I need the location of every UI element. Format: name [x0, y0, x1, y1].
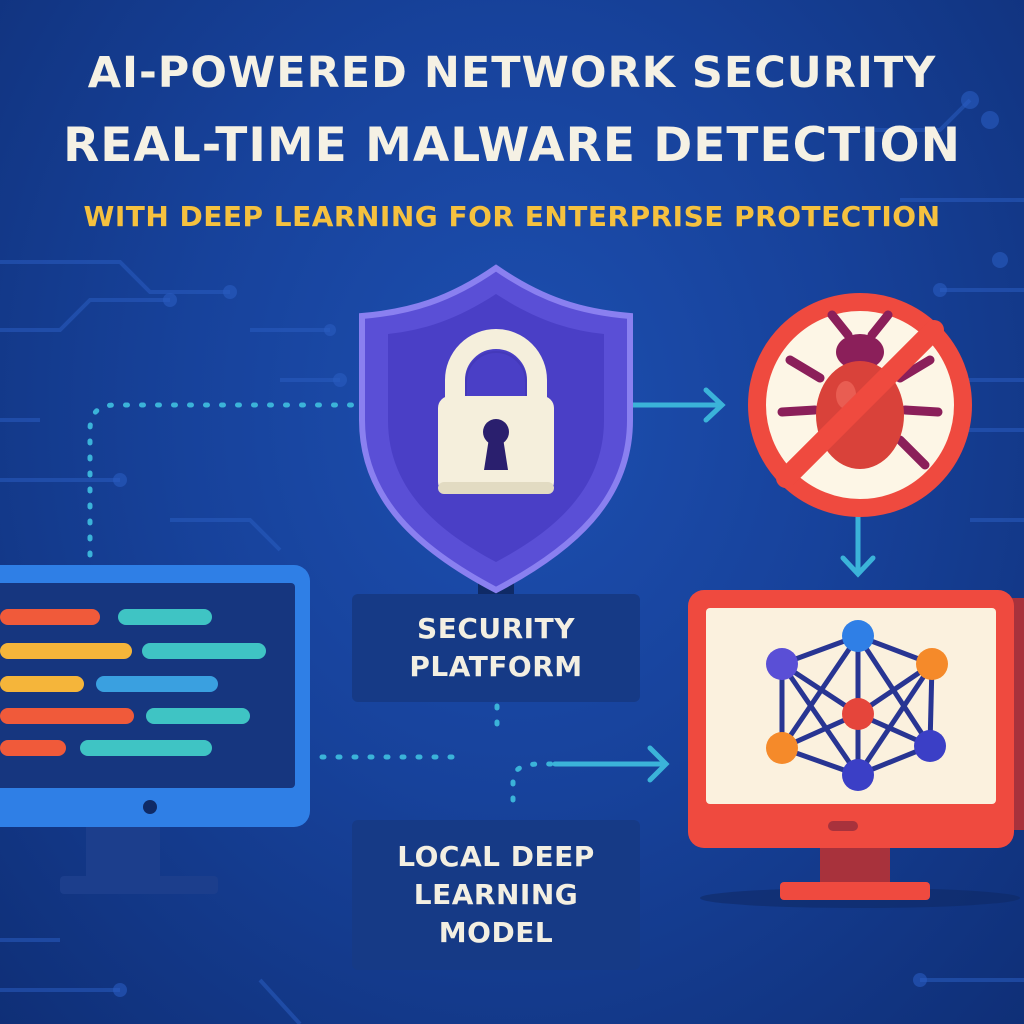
title-line-1: AI-POWERED NETWORK SECURITY	[87, 48, 937, 98]
arrow-shield-to-malware-head	[703, 387, 726, 423]
neural-network-monitor-icon	[688, 590, 1024, 908]
dotted-connector-model	[510, 761, 558, 803]
local-model-line-3: MODEL	[438, 916, 554, 949]
code-monitor-icon	[0, 565, 310, 894]
security-platform-line-2: PLATFORM	[409, 650, 583, 683]
local-model-line-1: LOCAL DEEP	[397, 840, 595, 873]
no-bug-icon	[748, 293, 972, 517]
local-model-line-2: LEARNING	[413, 878, 579, 911]
arrow-to-ai-monitor-head	[647, 745, 670, 783]
local-model-label: LOCAL DEEP LEARNING MODEL	[352, 820, 640, 970]
security-platform-line-1: SECURITY	[417, 612, 575, 645]
arrow-malware-to-monitor-head	[840, 555, 876, 578]
dotted-connector-workstation-to-shield	[87, 402, 358, 558]
subtitle: WITH DEEP LEARNING FOR ENTERPRISE PROTEC…	[83, 200, 941, 233]
title-line-2: REAL-TIME MALWARE DETECTION	[63, 118, 961, 173]
connectors	[87, 387, 876, 803]
shield-lock-icon	[359, 264, 633, 595]
security-platform-label: SECURITY PLATFORM	[352, 594, 640, 702]
